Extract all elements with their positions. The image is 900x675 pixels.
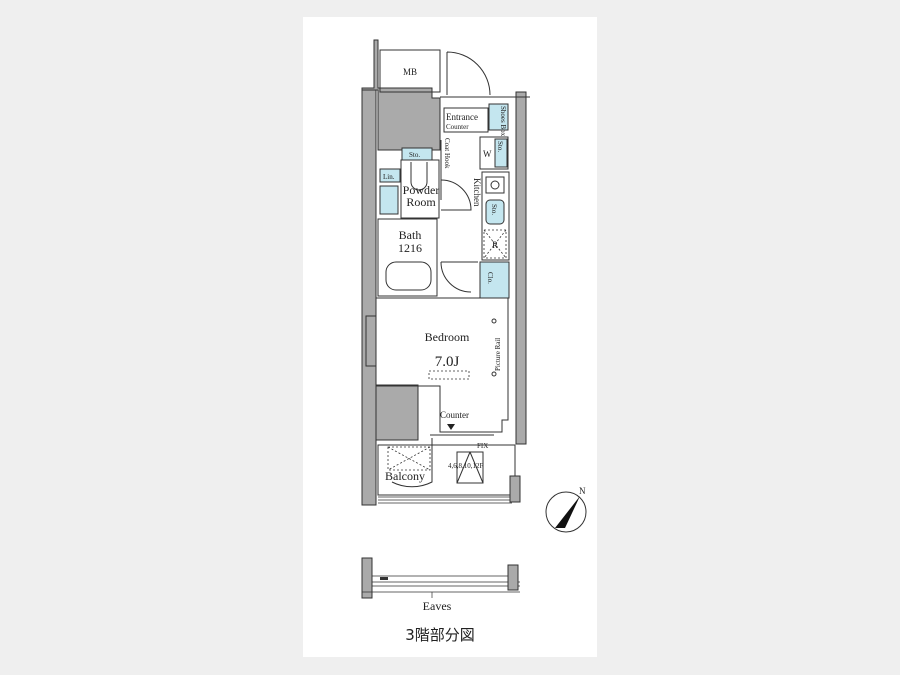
bedroom-size-label: 7.0J xyxy=(435,354,460,370)
entrance-door xyxy=(446,51,491,96)
bath-size-label: 1216 xyxy=(398,241,422,255)
powder-storage xyxy=(401,147,433,161)
coat-hook-label: Coat Hook xyxy=(443,138,451,169)
powder-storage-label: Sto. xyxy=(409,151,420,159)
closet xyxy=(479,261,510,299)
mb-label: MB xyxy=(403,67,417,77)
powder-room-label-1: Powder xyxy=(403,183,440,197)
washer-storage xyxy=(494,138,508,168)
kitchen-counter xyxy=(481,171,510,261)
floors-label: 4,6,8,10,12F xyxy=(448,462,484,470)
counter-label: Counter xyxy=(440,410,469,420)
evacuation-hatch xyxy=(456,451,484,484)
floor-plan-card xyxy=(303,17,597,657)
picture-rail-hook xyxy=(491,371,497,377)
powder-room-label-2: Room xyxy=(406,195,436,209)
eaves-lines xyxy=(362,575,520,598)
closet-door xyxy=(440,261,478,293)
entrance-counter xyxy=(443,107,489,133)
sink-icon xyxy=(485,199,505,225)
eaves-post xyxy=(507,564,519,591)
balcony-unit xyxy=(387,446,431,471)
eaves-wall xyxy=(361,557,373,599)
window-left xyxy=(365,315,377,367)
balcony-rail xyxy=(378,496,512,504)
sink-storage-label: Sto. xyxy=(490,204,498,215)
bathtub-icon xyxy=(385,261,432,291)
north-label: N xyxy=(579,486,586,496)
light-fixture xyxy=(428,370,470,380)
picture-rail-label: Picture Rail xyxy=(494,338,502,371)
balcony-door xyxy=(391,438,433,488)
mb-room xyxy=(379,49,441,93)
picture-rail-hook xyxy=(491,318,497,324)
washer-space xyxy=(479,136,509,170)
toilet-icon xyxy=(410,162,428,191)
washbasin xyxy=(379,185,399,215)
bath-label: Bath xyxy=(399,228,422,242)
wall-lower-left xyxy=(375,384,419,441)
refrigerator-space xyxy=(483,229,507,259)
entrance-label: Entrance xyxy=(446,112,478,122)
entrance-counter-label: Counter xyxy=(446,123,469,131)
bedroom-label: Bedroom xyxy=(425,330,470,344)
refrigerator-cross xyxy=(483,229,507,259)
shoes-box xyxy=(488,103,509,131)
burner xyxy=(490,180,500,190)
wall-left xyxy=(361,39,441,151)
balcony-post xyxy=(509,475,521,503)
bedroom xyxy=(376,297,509,433)
refrigerator-label: R xyxy=(492,240,498,250)
counter-arrow xyxy=(447,424,455,430)
plan-title: 3階部分図 xyxy=(405,626,475,644)
linen xyxy=(379,168,401,183)
kitchen-door xyxy=(440,179,472,211)
wall-right xyxy=(515,91,527,445)
balcony-label: Balcony xyxy=(385,469,425,483)
balcony xyxy=(377,444,516,496)
eaves-label: Eaves xyxy=(423,599,452,613)
linen-label: Lin. xyxy=(383,173,395,181)
washer-label: W xyxy=(483,149,492,159)
compass xyxy=(545,491,587,533)
wall-left-long xyxy=(361,89,377,506)
north-arrow-icon xyxy=(555,496,580,528)
shoes-box-label: Shoes Box xyxy=(499,106,507,137)
washer-storage-label: Sto. xyxy=(496,141,504,152)
bath-room xyxy=(377,218,438,297)
kitchen-label: Kitchen xyxy=(472,178,482,207)
stove-icon xyxy=(485,176,505,194)
closet-label: Clo. xyxy=(486,272,494,284)
eaves-block xyxy=(380,577,388,580)
fix-label: FIX xyxy=(477,442,488,450)
